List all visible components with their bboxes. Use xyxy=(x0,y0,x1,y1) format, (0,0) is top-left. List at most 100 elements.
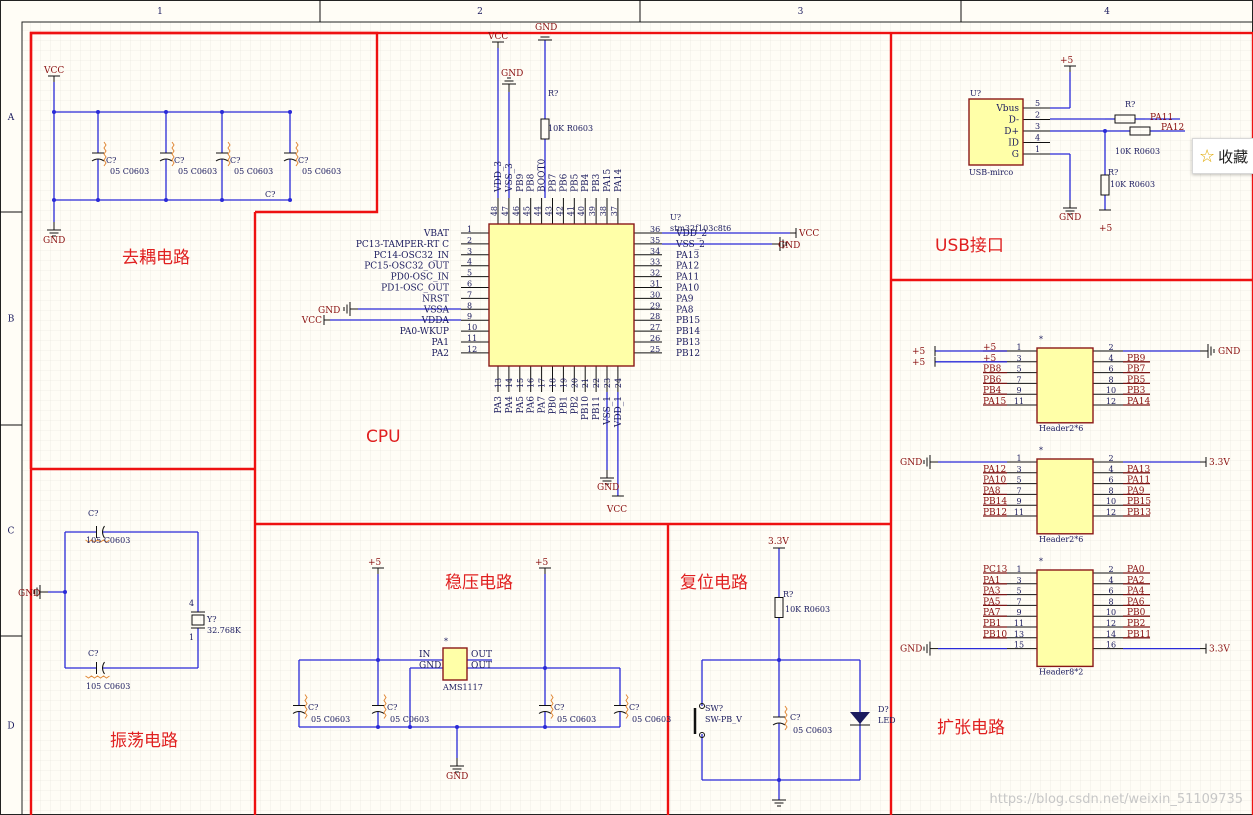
header-net-label: PB0 xyxy=(1127,608,1146,618)
vcc-label: VCC xyxy=(606,505,627,515)
header-net-label: PA14 xyxy=(1127,397,1150,407)
mcu-pin-number: 16 xyxy=(527,378,536,388)
p5-label: +5 xyxy=(1060,56,1074,66)
resistor-ref: R? xyxy=(1125,100,1135,109)
capacitor-ref: C? xyxy=(265,190,275,199)
header-part: Header8*2 xyxy=(1039,667,1083,676)
mcu-pin-name: PC15-OSC32_OUT xyxy=(364,262,449,272)
header-pin-number: 9 xyxy=(1016,608,1021,617)
header-pin-number: 7 xyxy=(1016,375,1021,384)
mcu-pin-name: PA4 xyxy=(505,396,515,414)
header-net-label: PB4 xyxy=(983,386,1002,396)
mcu-pin-name: PB11 xyxy=(592,396,602,420)
usb-resistor xyxy=(1114,114,1136,124)
v33-label: 3.3V xyxy=(1209,458,1230,468)
mcu-pin-number: 42 xyxy=(555,206,564,216)
header-pin-number: 16 xyxy=(1106,641,1116,650)
mcu-pin-name: PB0 xyxy=(549,396,559,415)
section-title-usb: USB接口 xyxy=(935,236,1004,256)
footprint-mark xyxy=(784,705,788,731)
capacitor-ref: C? xyxy=(230,156,240,165)
v33-label: 3.3V xyxy=(1209,645,1230,655)
header-pin-number: 5 xyxy=(1016,476,1021,485)
mcu-pin-number: 11 xyxy=(467,334,477,343)
gnd-label: GND xyxy=(535,23,557,33)
gnd-symbol xyxy=(1063,200,1077,215)
junction xyxy=(408,725,412,729)
mcu-pin-name: VSS_3 xyxy=(505,163,515,193)
net-label-pa12: PA12 xyxy=(1161,123,1184,133)
ldo-body xyxy=(442,647,468,681)
usb-pin-name: D+ xyxy=(1004,127,1019,137)
capacitor-plate xyxy=(102,661,105,675)
usb-part: USB-mirco xyxy=(969,168,1013,177)
header-net-label: PA13 xyxy=(1127,465,1150,475)
mcu-pin-name: VDD_2 xyxy=(675,229,707,239)
mcu-pin-number: 37 xyxy=(610,206,619,216)
mcu-pin-name: PA8 xyxy=(676,305,694,315)
mcu-pin-number: 30 xyxy=(650,290,660,299)
usb-resistor xyxy=(1129,126,1151,136)
footprint-mark xyxy=(383,694,387,719)
resistor-value: 10K R0603 xyxy=(1115,147,1160,156)
p5-label: +5 xyxy=(368,558,382,568)
vcc-label: VCC xyxy=(798,229,819,239)
header-pin-number: 13 xyxy=(1014,630,1024,639)
footprint-mark xyxy=(85,675,110,679)
mcu-pin-name: PB4 xyxy=(581,173,591,192)
favorite-button[interactable]: ☆ 收藏 xyxy=(1192,138,1253,174)
mcu-pin-number: 9 xyxy=(467,312,472,321)
frame-column-label: 4 xyxy=(1104,7,1110,17)
mcu-pin-name: PA11 xyxy=(676,273,699,283)
v33-label: 3.3V xyxy=(768,537,789,547)
capacitor-value: 05 C0603 xyxy=(302,167,341,176)
footprint-mark xyxy=(227,141,231,167)
capacitor-plate xyxy=(159,158,173,162)
footprint-mark xyxy=(295,141,299,167)
mcu-pin-number: 41 xyxy=(566,206,575,216)
ldo-pin-name: GND xyxy=(419,661,441,671)
resistor-ref: R? xyxy=(548,89,558,98)
header-pin-number: 11 xyxy=(1014,508,1024,517)
resistor-ref: R? xyxy=(1108,168,1118,177)
header-net-label: PB6 xyxy=(983,375,1002,385)
header-net-label: PA7 xyxy=(983,608,1001,618)
header-net-label: PB2 xyxy=(1127,619,1145,629)
mcu-pin-number: 47 xyxy=(501,206,510,216)
gnd-label: GND xyxy=(900,645,922,655)
mcu-pin-number: 1 xyxy=(467,225,472,234)
reset-resistor xyxy=(774,597,784,618)
frame-column-label: 1 xyxy=(157,7,163,17)
header-net-label: PC13 xyxy=(983,565,1008,575)
header-body xyxy=(1036,347,1094,424)
frame-row-label: A xyxy=(7,113,15,123)
mcu-pin-number: 15 xyxy=(516,378,525,388)
gnd-label: GND xyxy=(318,306,340,316)
header-body xyxy=(1036,569,1094,668)
mcu-pin-name: BOOT0 xyxy=(538,158,548,192)
section-title-regulator: 稳压电路 xyxy=(445,573,513,593)
gnd-symbol xyxy=(33,585,48,599)
header-pin-number: 2 xyxy=(1108,343,1113,352)
footprint-mark xyxy=(550,694,554,719)
header-pin-number: 6 xyxy=(1108,587,1113,596)
capacitor-value: 05 C0603 xyxy=(311,715,350,724)
junction xyxy=(376,725,380,729)
capacitor-plate xyxy=(772,722,786,726)
capacitor-ref: C? xyxy=(308,703,318,712)
ldo-pin-name: OUT xyxy=(471,650,492,660)
capacitor-ref: C? xyxy=(88,649,98,658)
gnd-symbol xyxy=(343,302,358,316)
mcu-pin-name: PC14-OSC32_IN xyxy=(374,251,449,261)
capacitor-ref: C? xyxy=(174,156,184,165)
crystal-pin-number: 4 xyxy=(189,599,194,608)
mcu-pin-name: PB10 xyxy=(581,396,591,420)
mcu-pin-name: PB5 xyxy=(570,173,580,192)
star-icon: ☆ xyxy=(1199,145,1216,167)
ldo-part: AMS1117 xyxy=(442,683,483,692)
vcc-label: VCC xyxy=(487,32,508,42)
header-net-label: PB11 xyxy=(1127,630,1151,640)
header-pin-number: 6 xyxy=(1108,365,1113,374)
mcu-body xyxy=(488,223,635,367)
